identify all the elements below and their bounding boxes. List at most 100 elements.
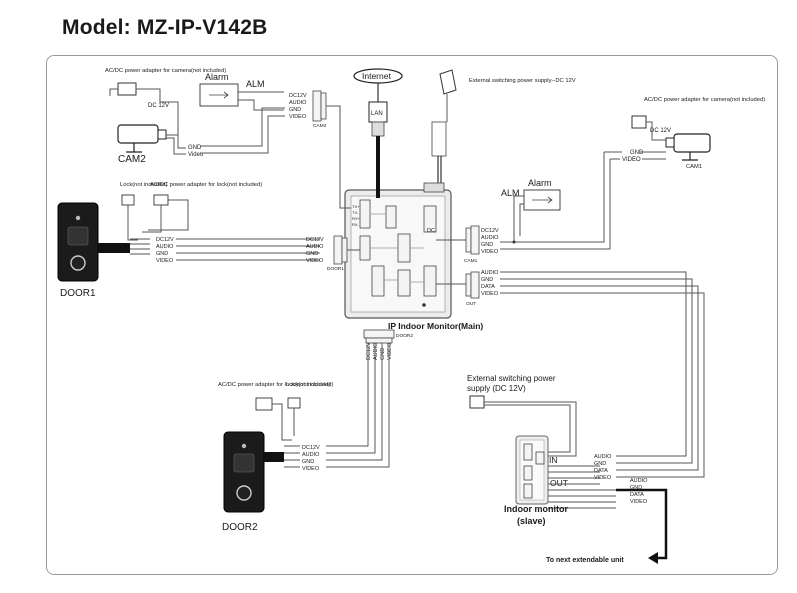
slave-psu-line2: supply (DC 12V) — [467, 384, 526, 393]
slave-psu-line1: External switching power — [467, 374, 556, 383]
main-monitor-label: IP Indoor Monitor(Main) — [388, 321, 483, 331]
svg-text:VIDEO: VIDEO — [306, 258, 324, 264]
next-unit-label: To next extendable unit — [546, 557, 624, 564]
lan-label: LAN — [371, 111, 383, 117]
diagram-frame — [46, 55, 778, 575]
svg-text:OUT: OUT — [550, 478, 568, 488]
svg-text:TX+: TX+ — [352, 204, 360, 209]
slave-monitor: IN OUT — [515, 435, 616, 509]
svg-text:AUDIO: AUDIO — [594, 454, 612, 460]
svg-text:DC12V: DC12V — [481, 228, 499, 234]
door2-assembly: AC/DC power adapter for lock(not include… — [218, 382, 333, 533]
svg-text:GND: GND — [630, 485, 642, 491]
svg-text:AUDIO: AUDIO — [302, 452, 320, 458]
svg-text:OUT: OUT — [466, 301, 476, 307]
svg-text:CAM2: CAM2 — [313, 123, 327, 129]
main-indoor-monitor: TX+ TX- RX+ RX- DC — [344, 189, 452, 319]
svg-text:DC12V: DC12V — [366, 342, 372, 360]
cam2-assembly: AC/DC power adapter for camera(not inclu… — [105, 68, 285, 165]
cam1-camera-icon — [673, 133, 711, 153]
svg-text:TX-: TX- — [352, 210, 359, 215]
svg-text:AUDIO: AUDIO — [481, 235, 499, 241]
svg-text:GND: GND — [302, 459, 314, 465]
svg-text:GND: GND — [594, 461, 606, 467]
door1-wire-labels: DC12V AUDIO GND VIDEO DC12V AUDIO GND VI… — [156, 235, 360, 272]
cam1-dc-label: DC 12V — [650, 128, 671, 134]
door1-adapter-note: AC/DC power adapter for lock(not include… — [150, 182, 262, 188]
svg-text:RX-: RX- — [352, 222, 360, 227]
svg-text:VIDEO: VIDEO — [594, 475, 612, 481]
door1-name: DOOR1 — [60, 288, 96, 299]
svg-text:AUDIO: AUDIO — [156, 244, 174, 250]
cam1-connector: CAM1 DC12V AUDIO GND VIDEO — [436, 225, 499, 264]
dc-connector-tag: DC — [427, 228, 435, 234]
door2-lock-note: Lock(not included) — [286, 382, 333, 388]
svg-text:AUDIO: AUDIO — [630, 478, 648, 484]
svg-text:VIDEO: VIDEO — [302, 466, 320, 472]
alarm-left: Alarm ALM — [199, 72, 284, 111]
svg-text:IN: IN — [549, 455, 558, 465]
svg-text:GND: GND — [481, 242, 493, 248]
svg-text:DATA: DATA — [594, 468, 608, 474]
svg-text:VIDEO: VIDEO — [481, 249, 499, 255]
svg-text:DC12V: DC12V — [306, 237, 324, 243]
door2-adapter-note: AC/DC power adapter for lock(not include… — [218, 382, 330, 388]
alarm-left-title: Alarm — [205, 72, 229, 82]
cam1-adapter-note: AC/DC power adapter for camera(not inclu… — [644, 97, 765, 103]
page-title: Model: MZ-IP-V142B — [62, 16, 268, 39]
cam1-video-label: VIDEO — [622, 157, 641, 163]
svg-text:DATA: DATA — [481, 284, 495, 290]
top-power-supply: External switching power supply--DC 12V — [423, 69, 576, 193]
svg-text:GND: GND — [380, 348, 386, 360]
top-psu-note: External switching power supply--DC 12V — [469, 78, 576, 84]
svg-text:DC12V: DC12V — [156, 237, 174, 243]
door1-lock-icon — [121, 194, 135, 206]
cam2-camera-icon — [117, 124, 159, 144]
svg-text:VIDEO: VIDEO — [156, 258, 174, 264]
slave-label-line2: (slave) — [517, 516, 546, 526]
cam2-video-label: Video — [188, 152, 204, 158]
door1-adapter-icon — [153, 194, 169, 206]
svg-text:VIDEO: VIDEO — [387, 342, 393, 360]
slave-out-labels: AUDIO GND DATA VIDEO — [616, 478, 668, 564]
svg-text:AUDIO: AUDIO — [289, 100, 307, 106]
svg-text:GND: GND — [306, 251, 318, 257]
cam2-dc-label: DC 12V — [148, 103, 169, 109]
svg-text:DC12V: DC12V — [302, 445, 320, 451]
cam2-name: CAM2 — [118, 154, 146, 165]
cam2-gnd-label: GND — [188, 145, 202, 151]
internet-node: Internet LAN — [353, 68, 403, 198]
svg-text:DOOR1: DOOR1 — [327, 266, 344, 272]
alarm-left-alm: ALM — [246, 79, 265, 89]
slave-label-line1: Indoor monitor — [504, 504, 568, 514]
door2-name: DOOR2 — [222, 522, 258, 533]
door1-assembly: Lock(not included) AC/DC power adapter f… — [57, 182, 262, 299]
cam1-assembly: AC/DC power adapter for camera(not inclu… — [500, 97, 765, 250]
slave-in-labels: AUDIO GND DATA VIDEO — [594, 454, 612, 481]
svg-text:GND: GND — [289, 107, 301, 113]
svg-text:DATA: DATA — [630, 492, 644, 498]
out-connector: OUT AUDIO GND DATA VIDEO — [436, 270, 705, 478]
cam2-connector: DC12V AUDIO GND VIDEO CAM2 — [289, 90, 351, 209]
svg-text:AUDIO: AUDIO — [373, 342, 379, 360]
svg-text:RX+: RX+ — [352, 216, 361, 221]
svg-text:GND: GND — [156, 251, 168, 257]
svg-text:GND: GND — [481, 277, 493, 283]
cam1-gnd-label: GND — [630, 150, 644, 156]
svg-text:DOOR2: DOOR2 — [396, 333, 413, 339]
cam1-small-tag: CAM1 — [686, 164, 702, 170]
alarm-right-title: Alarm — [528, 178, 552, 188]
svg-text:AUDIO: AUDIO — [306, 244, 324, 250]
slave-psu: External switching power supply (DC 12V) — [467, 374, 577, 457]
svg-text:VIDEO: VIDEO — [630, 499, 648, 505]
cam2-adapter-note: AC/DC power adapter for camera(not inclu… — [105, 68, 226, 74]
svg-text:VIDEO: VIDEO — [481, 291, 499, 297]
svg-text:AUDIO: AUDIO — [481, 270, 499, 276]
internet-label: Internet — [362, 71, 391, 81]
alarm-right-alm: ALM — [501, 188, 520, 198]
alarm-right: Alarm ALM — [501, 178, 561, 244]
svg-text:VIDEO: VIDEO — [289, 114, 307, 120]
door1-lock-note: Lock(not included) — [120, 182, 167, 188]
svg-text:DC12V: DC12V — [289, 93, 307, 99]
